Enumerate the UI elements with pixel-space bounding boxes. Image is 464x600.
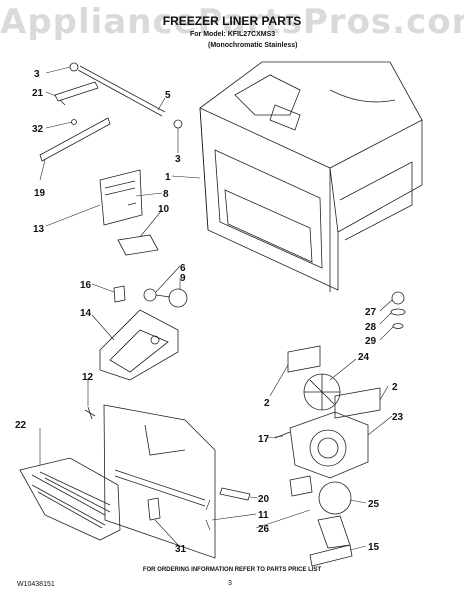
callout-24: 24 — [358, 352, 370, 363]
callout-9: 9 — [180, 273, 186, 284]
callout-32: 32 — [32, 124, 44, 135]
callout-14: 14 — [80, 308, 92, 319]
callout-13: 13 — [33, 224, 45, 235]
callout-22: 22 — [15, 420, 27, 431]
callout-27: 27 — [365, 307, 377, 318]
damper-knob — [390, 291, 406, 329]
freezer-liner — [199, 61, 423, 292]
callout-2-right: 2 — [392, 382, 398, 393]
callout-26: 26 — [258, 524, 270, 535]
tape-pad — [117, 234, 159, 256]
callout-8: 8 — [163, 189, 169, 200]
shroud-panel — [103, 404, 216, 559]
finish-subtitle: (Monochromatic Stainless) — [208, 42, 298, 49]
rod-assembly — [39, 62, 183, 162]
callout-25: 25 — [368, 499, 380, 510]
fan-motor — [289, 475, 353, 567]
leader-lines — [39, 66, 394, 551]
callout-2-left: 2 — [264, 398, 270, 409]
callout-1: 1 — [165, 172, 171, 183]
callout-15: 15 — [368, 542, 380, 553]
lamp-housing — [99, 309, 179, 381]
callout-29: 29 — [365, 336, 377, 347]
callout-11: 11 — [258, 510, 269, 521]
fan-assembly — [274, 345, 381, 479]
page-number: 3 — [228, 580, 232, 587]
grille — [19, 457, 121, 541]
callout-10: 10 — [158, 204, 170, 215]
callout-6: 6 — [180, 263, 186, 274]
callout-16: 16 — [80, 280, 92, 291]
bracket-13 — [99, 169, 143, 226]
callout-19: 19 — [34, 188, 46, 199]
callout-28: 28 — [365, 322, 377, 333]
callout-21: 21 — [32, 88, 44, 99]
ordering-note: FOR ORDERING INFORMATION REFER TO PARTS … — [142, 567, 322, 573]
callout-5: 5 — [165, 90, 171, 101]
callout-31: 31 — [175, 544, 187, 555]
screw-12 — [84, 406, 96, 420]
document-number: W10438151 — [17, 581, 55, 588]
callout-12: 12 — [82, 372, 94, 383]
page-title: FREEZER LINER PARTS — [162, 14, 302, 28]
callout-20: 20 — [258, 494, 270, 505]
callout-23: 23 — [392, 412, 404, 423]
foam-strip — [219, 487, 251, 501]
model-subtitle: For Model: KFIL27CXMS3 — [190, 31, 276, 38]
callout-3-mid: 3 — [175, 154, 181, 165]
lamp-assembly — [113, 285, 188, 308]
callout-17: 17 — [258, 434, 270, 445]
callout-3-top: 3 — [34, 69, 40, 80]
clip-31 — [147, 497, 161, 521]
